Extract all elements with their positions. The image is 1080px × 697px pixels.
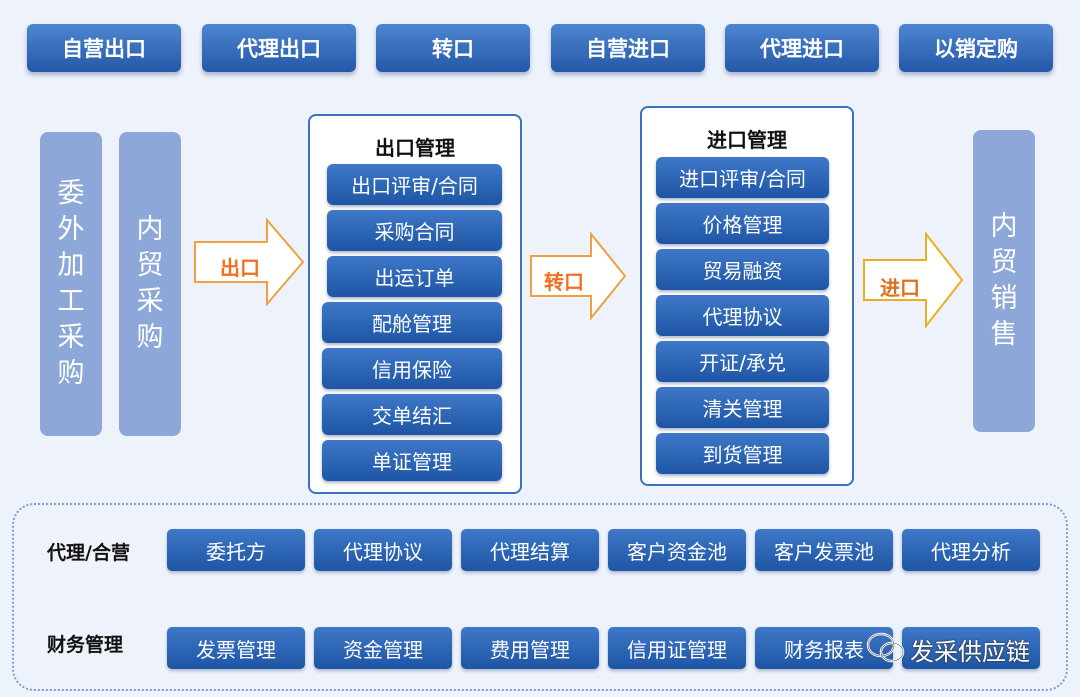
column-outsourced-purchase: 委外加工采购 [40,132,102,436]
export-arrow [194,218,305,306]
column-domestic-purchase-label: 内贸采购 [136,214,164,353]
finance-row-label: 财务管理 [47,634,124,656]
finance-item-expense[interactable]: 费用管理 [461,627,599,669]
column-outsourced-purchase-label: 委外加工采购 [57,178,85,389]
import-arrow [863,232,964,328]
agency-item-analysis[interactable]: 代理分析 [902,529,1040,571]
finance-item-hidden[interactable] [902,627,1040,669]
finance-item-funds[interactable]: 资金管理 [314,627,452,669]
export-panel-title: 出口管理 [375,136,455,160]
export-item-shipping-order[interactable]: 出运订单 [327,256,502,297]
export-item-settlement[interactable]: 交单结汇 [322,394,502,435]
agency-item-fund-pool[interactable]: 客户资金池 [608,529,746,571]
wechat-icon [866,632,905,663]
import-item-review-contract[interactable]: 进口评审/合同 [656,157,829,198]
bottom-modules-frame [12,503,1068,691]
import-item-price[interactable]: 价格管理 [656,203,829,244]
export-arrow-label: 出口 [220,256,260,280]
tab-agency-export[interactable]: 代理出口 [202,24,356,72]
import-item-trade-finance[interactable]: 贸易融资 [656,249,829,290]
finance-item-letter-of-credit[interactable]: 信用证管理 [608,627,746,669]
import-panel-title: 进口管理 [707,128,787,152]
export-item-credit-insurance[interactable]: 信用保险 [322,348,502,389]
export-item-review-contract[interactable]: 出口评审/合同 [327,164,502,205]
agency-item-invoice-pool[interactable]: 客户发票池 [755,529,893,571]
finance-item-reports[interactable]: 财务报表 [755,627,893,669]
tab-self-import[interactable]: 自营进口 [551,24,705,72]
tab-transit[interactable]: 转口 [376,24,530,72]
transit-arrow [530,232,627,320]
export-item-stowage[interactable]: 配舱管理 [322,302,502,343]
watermark-text: 发采供应链 [910,638,1030,666]
import-item-lc-acceptance[interactable]: 开证/承兑 [656,341,829,382]
agency-item-client[interactable]: 委托方 [167,529,305,571]
agency-row-label: 代理/合营 [47,542,130,564]
agency-item-agreement[interactable]: 代理协议 [314,529,452,571]
tab-self-export[interactable]: 自营出口 [27,24,181,72]
agency-item-settlement[interactable]: 代理结算 [461,529,599,571]
finance-item-invoice[interactable]: 发票管理 [167,627,305,669]
import-item-agency-agreement[interactable]: 代理协议 [656,295,829,336]
export-item-documents[interactable]: 单证管理 [322,440,502,481]
column-domestic-purchase: 内贸采购 [119,132,181,436]
export-item-purchase-contract[interactable]: 采购合同 [327,210,502,251]
column-domestic-sales: 内贸销售 [973,130,1035,432]
import-item-customs[interactable]: 清关管理 [656,387,829,428]
column-domestic-sales-label: 内贸销售 [990,211,1018,350]
import-item-arrival[interactable]: 到货管理 [656,433,829,474]
tab-sales-purchase[interactable]: 以销定购 [899,24,1053,72]
transit-arrow-label: 转口 [544,270,584,294]
import-arrow-label: 进口 [880,276,920,300]
tab-agency-import[interactable]: 代理进口 [725,24,879,72]
